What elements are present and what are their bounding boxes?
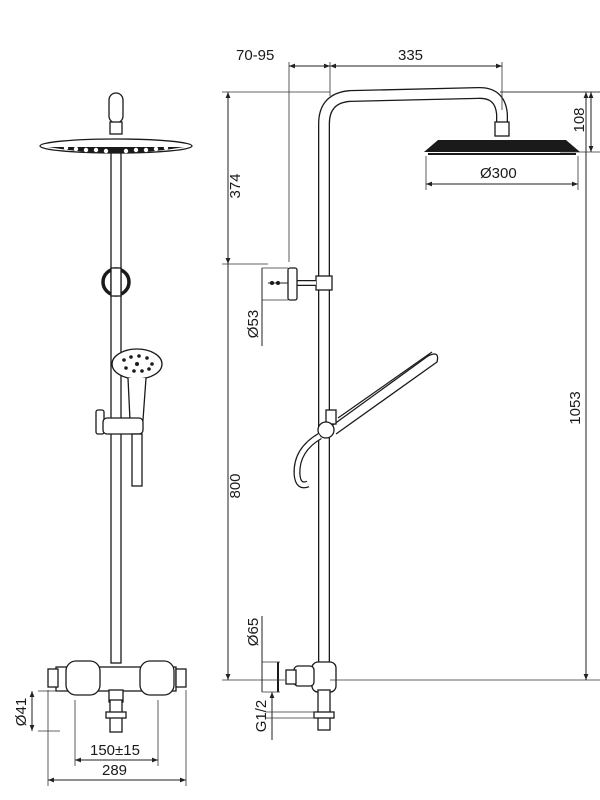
dim-reach-adjust: 70-95 bbox=[236, 47, 274, 64]
dim-head-height: 108 bbox=[571, 107, 588, 132]
side-shower-arm bbox=[318, 86, 508, 670]
dim-wall-flange-diameter: Ø65 bbox=[245, 618, 262, 646]
side-hand-shower bbox=[317, 351, 439, 439]
front-inlet-connector bbox=[105, 699, 127, 733]
dim-top-to-holder: 374 bbox=[227, 173, 244, 198]
front-dimensions bbox=[29, 690, 187, 786]
side-view bbox=[268, 86, 580, 731]
front-riser-top bbox=[108, 92, 124, 135]
side-valve bbox=[277, 661, 337, 731]
front-hand-shower bbox=[111, 348, 163, 421]
dim-bar-height: 800 bbox=[227, 473, 244, 498]
front-nozzle-row bbox=[63, 145, 169, 154]
dim-arm-length: 335 bbox=[398, 47, 423, 64]
side-overhead-shower bbox=[424, 121, 580, 155]
dim-valve-diameter: Ø41 bbox=[13, 698, 30, 726]
side-hose bbox=[293, 432, 322, 489]
dim-total-height: 1053 bbox=[567, 391, 584, 424]
dim-valve-width: 289 bbox=[102, 762, 127, 779]
dim-holder-diameter: Ø53 bbox=[245, 310, 262, 338]
dim-inlet-centers: 150±15 bbox=[90, 742, 140, 759]
front-thermostat-valve bbox=[47, 660, 187, 703]
front-view bbox=[39, 92, 193, 733]
front-wall-bracket bbox=[101, 267, 131, 297]
side-dimensions bbox=[222, 62, 600, 740]
front-hand-nozzles bbox=[122, 354, 154, 373]
dim-head-diameter: Ø300 bbox=[480, 165, 517, 182]
front-slide-holder bbox=[95, 409, 144, 435]
dim-inlet-thread: G1/2 bbox=[253, 700, 270, 733]
side-wall-bracket bbox=[268, 267, 333, 301]
front-overhead-shower bbox=[39, 138, 193, 154]
dimension-labels: 70-95 335 108 Ø300 374 Ø53 1053 800 Ø65 … bbox=[13, 47, 588, 779]
front-hose bbox=[131, 433, 143, 487]
front-riser-pipe bbox=[110, 152, 122, 664]
